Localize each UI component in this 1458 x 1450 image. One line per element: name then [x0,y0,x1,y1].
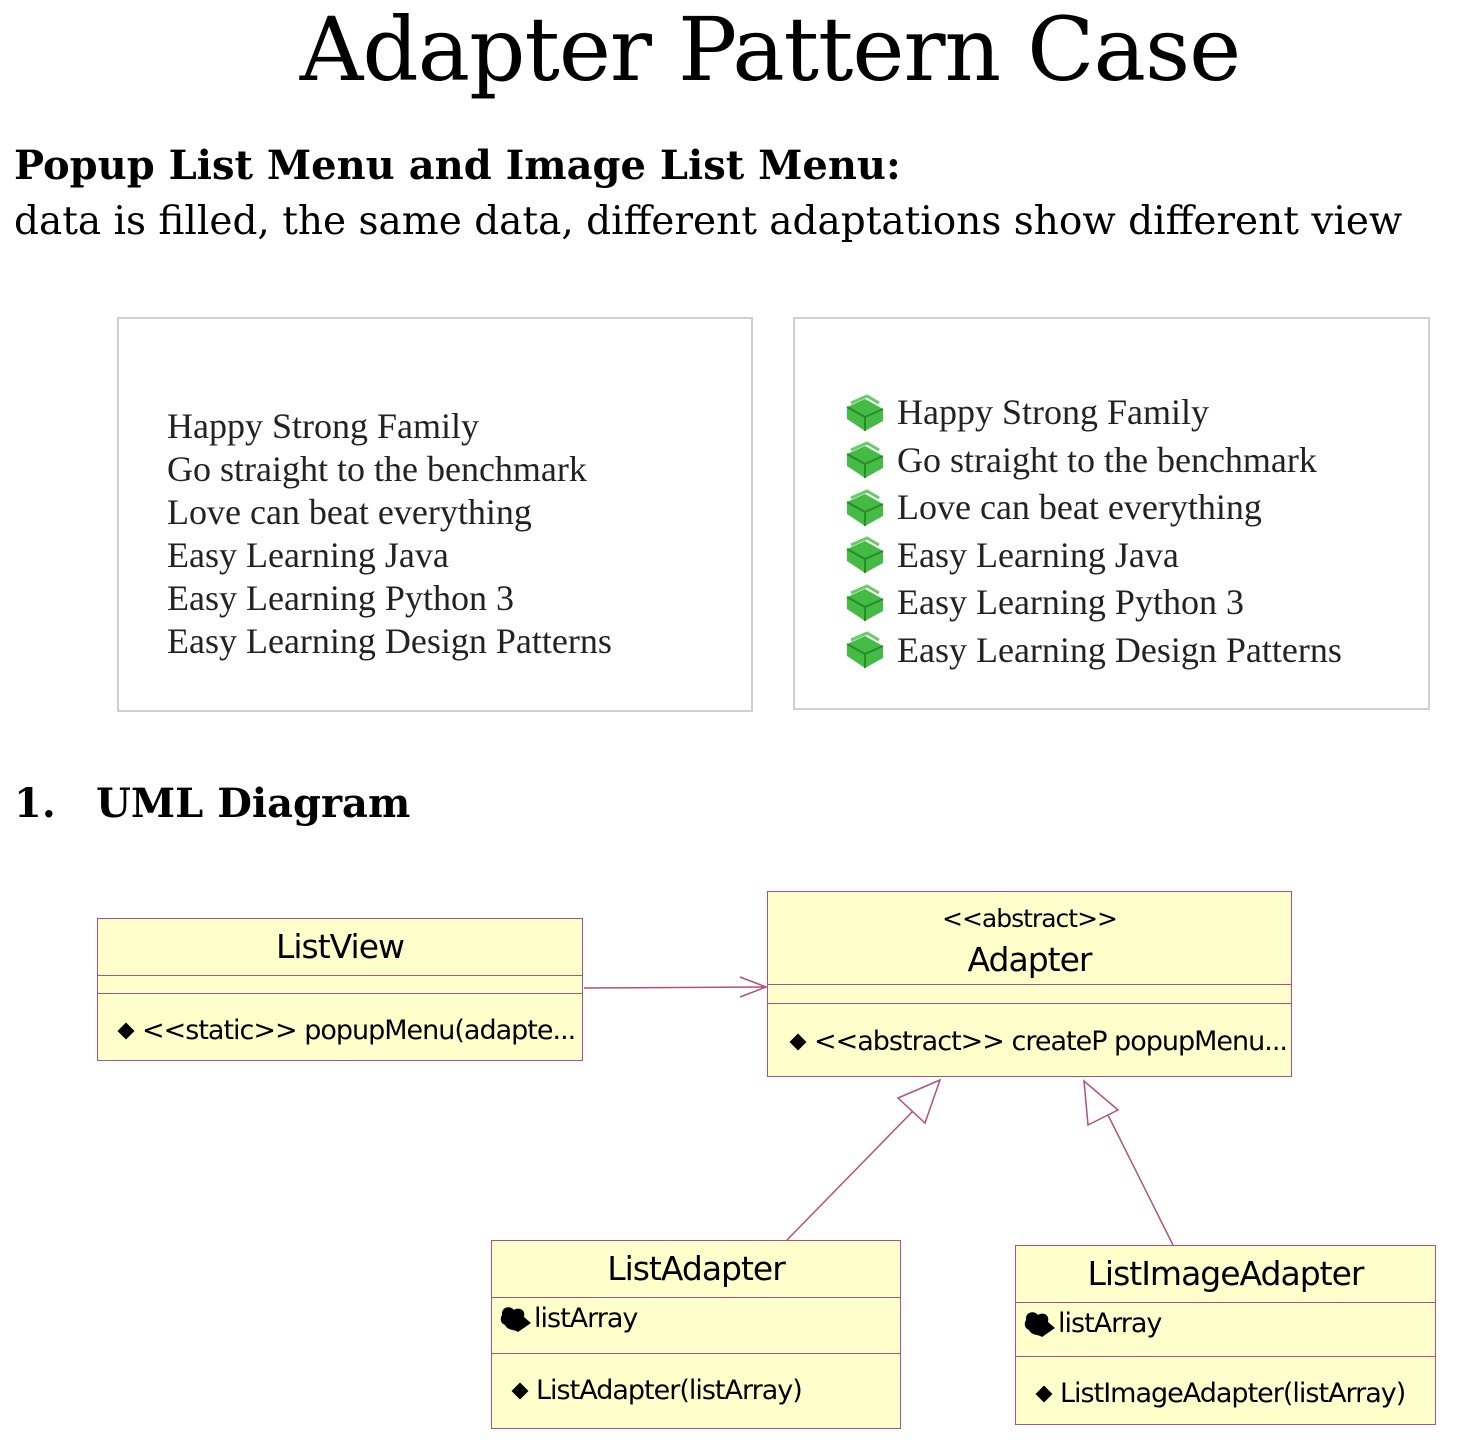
subtitle: Popup List Menu and Image List Menu: [14,142,901,189]
uml-class-name: Adapter [967,940,1093,979]
list-item[interactable]: Easy Learning Design Patterns [167,621,612,661]
list-item-label: Easy Learning Python 3 [897,582,1244,622]
uml-methods-compartment [98,993,582,994]
uml-class-listview: ListView <<static>> popupMenu(adapte... [97,918,583,1061]
image-list-item[interactable]: Easy Learning Python 3 [843,579,1342,627]
uml-method: ListImageAdapter(listArray) [1035,1378,1406,1409]
image-list-item[interactable]: Easy Learning Java [843,532,1342,580]
list-item-label: Easy Learning Design Patterns [897,629,1342,670]
section-title: UML Diagram [96,780,411,827]
list-item-label: Easy Learning Java [897,534,1179,575]
private-field-icon [1024,1312,1055,1337]
method-diamond-icon [789,1033,807,1050]
uml-methods-compartment [492,1353,900,1354]
image-list-menu-panel: Happy Strong Family Go straight to the b… [793,317,1430,710]
uml-attributes-compartment [98,975,582,976]
image-list-menu: Happy Strong Family Go straight to the b… [843,389,1342,674]
uml-field: listArray [1022,1306,1162,1340]
uml-class-name: ListImageAdapter [1087,1254,1365,1293]
uml-class-name: ListAdapter [607,1249,786,1288]
list-item-label: Love can beat everything [897,487,1262,527]
generalization-triangle-listimageadapter [1083,1079,1120,1127]
popup-list-menu: Happy Strong Family Go straight to the b… [167,405,612,663]
list-item-label: Go straight to the benchmark [897,439,1317,480]
method-diamond-icon [1035,1385,1053,1402]
green-book-icon [846,394,884,431]
popup-list-menu-panel: Happy Strong Family Go straight to the b… [117,317,753,712]
uml-class-listimageadapter: ListImageAdapter listArray ListImageAdap… [1015,1245,1436,1425]
uml-class-adapter: <<abstract>> Adapter <<abstract>> create… [767,891,1292,1077]
image-list-item[interactable]: Go straight to the benchmark [843,437,1342,485]
list-item[interactable]: Go straight to the benchmark [167,449,587,489]
green-book-icon [846,631,884,669]
image-list-item[interactable]: Happy Strong Family [843,389,1342,437]
green-book-icon [846,536,884,574]
uml-methods-compartment [768,1003,1291,1004]
uml-method: ListAdapter(listArray) [511,1375,803,1406]
green-book-icon [846,441,884,479]
list-item[interactable]: Easy Learning Python 3 [167,578,514,618]
description: data is filled, the same data, different… [14,199,1403,244]
association-line [583,986,767,989]
uml-stereotype: <<abstract>> [942,904,1118,933]
method-diamond-icon [511,1382,529,1399]
page-title: Adapter Pattern Case [299,0,1241,101]
generalization-line-listadapter [786,1109,915,1241]
method-diamond-icon [117,1022,135,1039]
private-field-icon [500,1307,531,1332]
generalization-line-listimageadapter [1107,1114,1174,1246]
uml-class-name: ListView [276,927,405,966]
image-list-item[interactable]: Love can beat everything [843,484,1342,532]
section-number: 1. [14,780,56,827]
list-item[interactable]: Easy Learning Java [167,535,449,575]
list-item[interactable]: Happy Strong Family [167,406,479,446]
uml-methods-compartment [1016,1356,1435,1357]
green-book-icon [846,584,884,621]
uml-method: <<static>> popupMenu(adapte... [117,1015,576,1046]
uml-attributes-compartment [492,1297,900,1298]
association-arrowhead [739,976,769,998]
list-item[interactable]: Love can beat everything [167,492,532,532]
uml-field: listArray [498,1301,638,1335]
uml-attributes-compartment [768,984,1291,985]
uml-attributes-compartment [1016,1302,1435,1303]
list-item-label: Happy Strong Family [897,392,1209,432]
generalization-triangle-listadapter [896,1078,942,1125]
green-book-icon [846,489,884,526]
uml-class-listadapter: ListAdapter listArray ListAdapter(listAr… [491,1240,901,1429]
uml-method: <<abstract>> createP popupMenu... [789,1026,1288,1057]
image-list-item[interactable]: Easy Learning Design Patterns [843,627,1342,675]
